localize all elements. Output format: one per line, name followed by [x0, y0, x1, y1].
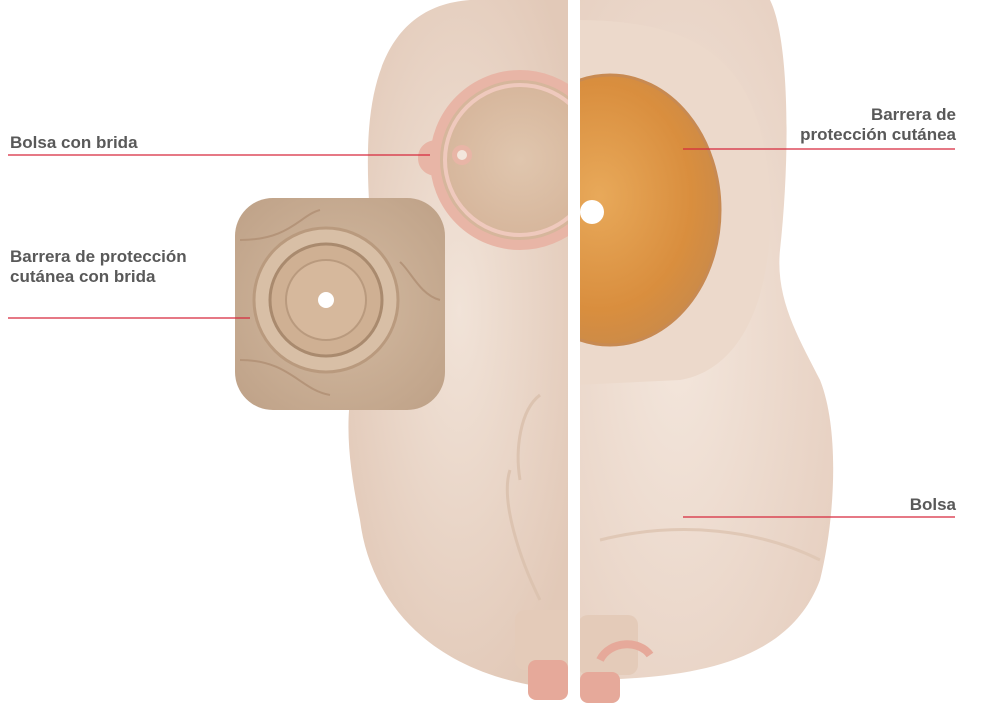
label-bolsa-con-brida: Bolsa con brida	[10, 133, 138, 153]
label-bolsa: Bolsa	[910, 495, 956, 515]
center-divider	[568, 0, 580, 703]
label-barrera-line2: protección cutánea	[800, 125, 956, 145]
label-barrera-con-brida-line1: Barrera de protección	[10, 247, 187, 267]
label-barrera-con-brida-line2: cutánea con brida	[10, 267, 187, 287]
label-bolsa-text: Bolsa	[910, 495, 956, 515]
label-barrera-line1: Barrera de	[800, 105, 956, 125]
label-barrera-con-brida: Barrera de protección cutánea con brida	[10, 247, 187, 287]
label-bolsa-con-brida-text: Bolsa con brida	[10, 133, 138, 153]
wafer-with-flange	[235, 198, 445, 410]
label-barrera: Barrera de protección cutánea	[800, 105, 956, 145]
